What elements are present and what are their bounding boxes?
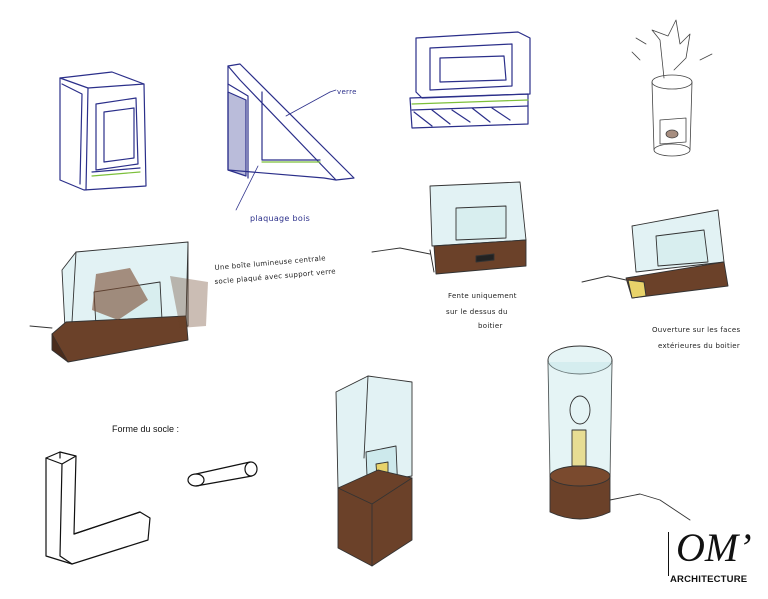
sketch-cylinder-lamp <box>547 345 691 521</box>
annotation-ouverture-line1: Ouverture sur les faces <box>652 326 741 334</box>
sketch-box-on-base <box>409 31 531 129</box>
sketch-glass-box-left <box>29 241 208 363</box>
sketch-triangle-section <box>227 63 355 211</box>
logo-divider <box>668 532 669 576</box>
logo-mark: OM’ <box>676 525 752 570</box>
sketch-glass-box-right <box>581 209 729 299</box>
om-architecture-logo: OM’ ARCHITECTURE <box>668 526 768 596</box>
sketch-c-frame <box>59 71 147 191</box>
annotation-verre: verre <box>337 88 357 96</box>
sketch-glass-tower <box>335 375 413 567</box>
logo-subtitle: ARCHITECTURE <box>670 574 748 585</box>
sketch-glass-box-middle <box>371 181 527 275</box>
annotation-fente-line1: Fente uniquement <box>448 292 517 300</box>
annotation-ouverture-line2: extérieures du boitier <box>658 342 741 350</box>
sketch-l-socle <box>45 451 151 565</box>
sketch-cylinder-flame <box>631 19 713 157</box>
annotation-fente-line2: sur le dessus du <box>446 308 508 316</box>
annotation-lines <box>329 89 337 93</box>
sketch-cylinder-lying <box>187 461 258 487</box>
annotation-placage-bois: plaquage bois <box>250 214 311 223</box>
annotation-fente-line3: boitier <box>478 322 503 330</box>
caption-forme-socle: Forme du socle : <box>112 424 180 434</box>
